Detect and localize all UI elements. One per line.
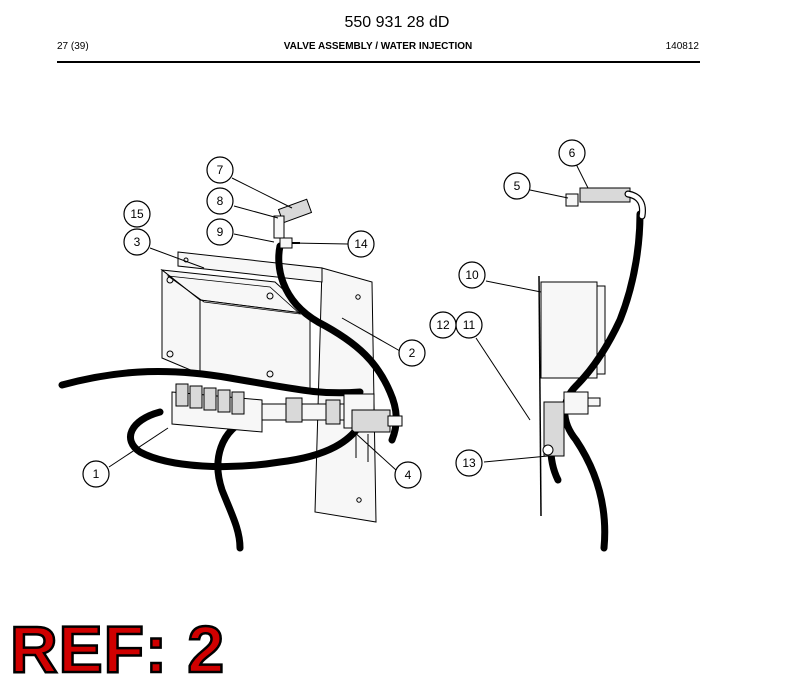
svg-text:3: 3	[134, 235, 141, 249]
svg-text:6: 6	[569, 146, 576, 160]
svg-text:1: 1	[93, 467, 100, 481]
svg-text:4: 4	[405, 468, 412, 482]
svg-text:13: 13	[462, 456, 476, 470]
callout-2: 2	[398, 339, 426, 367]
callout-12: 12	[429, 311, 457, 339]
svg-text:14: 14	[354, 237, 368, 251]
side-box	[540, 281, 606, 379]
callout-6: 6	[558, 139, 586, 167]
svg-text:2: 2	[409, 346, 416, 360]
top-fittings	[273, 198, 313, 249]
document-number: 550 931 28 dD	[344, 14, 450, 31]
svg-text:9: 9	[217, 225, 224, 239]
side-top-fittings	[565, 187, 646, 220]
callout-1: 1	[82, 460, 110, 488]
leader-lines	[108, 163, 589, 471]
callout-9: 9	[206, 218, 234, 246]
hose-bundle	[58, 242, 400, 552]
callout-14: 14	[347, 230, 375, 258]
box-bracket	[177, 251, 323, 283]
callout-4: 4	[394, 461, 422, 489]
svg-text:10: 10	[465, 268, 479, 282]
date-code: 140812	[665, 41, 699, 52]
svg-text:5: 5	[514, 179, 521, 193]
svg-text:8: 8	[217, 194, 224, 208]
callout-7: 7	[206, 156, 234, 184]
valve-manifold	[171, 383, 403, 462]
callout-10: 10	[458, 261, 486, 289]
side-hoses	[547, 210, 644, 552]
callout-11: 11	[455, 311, 483, 339]
page-title: VALVE ASSEMBLY / WATER INJECTION	[283, 41, 473, 52]
svg-text:15: 15	[130, 207, 144, 221]
side-valves	[542, 391, 601, 457]
callout-13: 13	[455, 449, 483, 477]
header-rule	[57, 61, 700, 63]
ref-label: REF: 2	[9, 612, 226, 686]
callout-8: 8	[206, 187, 234, 215]
callout-15: 15	[123, 200, 151, 228]
svg-text:12: 12	[436, 318, 450, 332]
callout-3: 3	[123, 228, 151, 256]
callout-5: 5	[503, 172, 531, 200]
side-plate	[538, 275, 542, 517]
svg-text:11: 11	[463, 318, 476, 332]
svg-text:7: 7	[217, 163, 224, 177]
electrical-box	[160, 268, 312, 391]
page-number: 27 (39)	[57, 41, 89, 52]
